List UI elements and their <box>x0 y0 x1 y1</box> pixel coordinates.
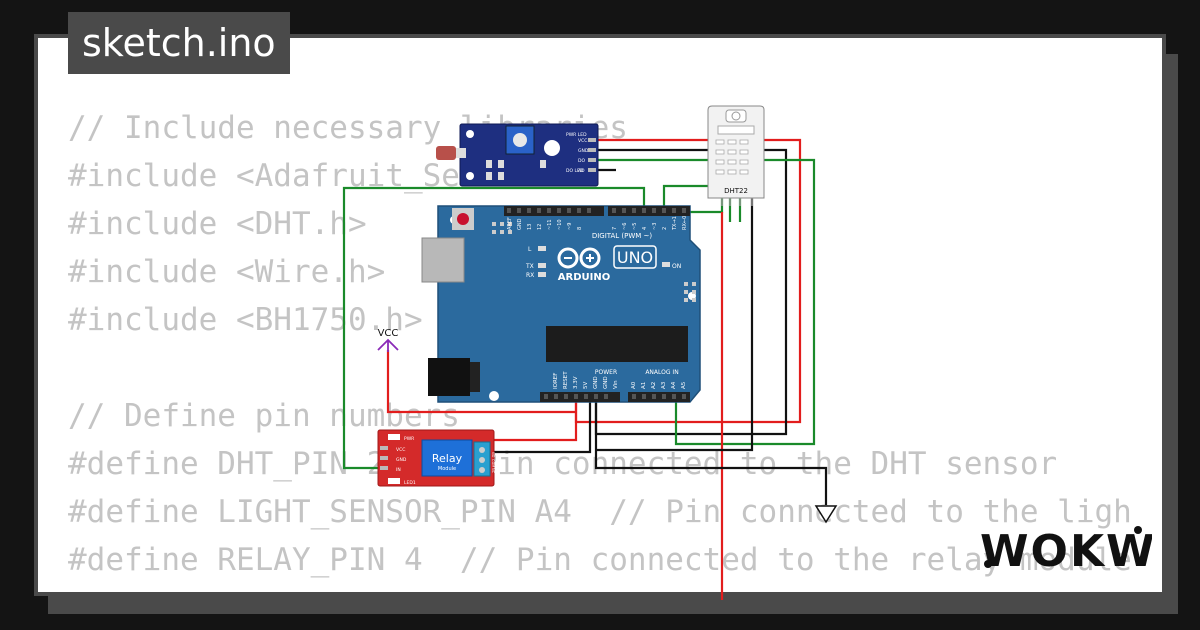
code-line: // Define pin numbers <box>68 398 460 434</box>
wokwi-logo-text: WOKWi <box>980 526 1152 577</box>
wokwi-logo: WOKWi <box>980 526 1152 577</box>
relay-label: Relay <box>432 452 463 465</box>
pin-label: AREF <box>507 217 513 230</box>
pwr-led-label: PWR LED <box>566 132 587 138</box>
rx-led-label: RX <box>526 272 534 279</box>
power-header-label: POWER <box>595 369 617 376</box>
pin-label: 4 <box>642 227 648 230</box>
pin-label: 13 <box>527 224 533 230</box>
pin-label: ~6 <box>622 223 628 230</box>
dht22-sensor[interactable]: DHT22 <box>707 105 765 206</box>
code-line: #define RELAY_PIN 4 // Pin connected to … <box>68 542 1130 578</box>
file-name-tab[interactable]: sketch.ino <box>68 12 290 74</box>
on-led-label: ON <box>672 263 681 270</box>
pin-label: A2 <box>651 382 657 389</box>
pin-label: VCC <box>578 138 587 144</box>
vcc-symbol: VCC <box>377 328 399 352</box>
pin-label: A0 <box>631 381 637 389</box>
wire-green <box>342 186 646 470</box>
wire-red <box>386 350 576 414</box>
relay-module[interactable]: PWR LED1 VCC GND IN Relay Module NO COM … <box>377 429 495 487</box>
pin-label: ~11 <box>547 219 553 230</box>
digital-header-label: DIGITAL (PWM ~) <box>592 232 653 240</box>
dht22-label: DHT22 <box>724 187 748 195</box>
pin-label: GND <box>603 376 609 389</box>
pin-label: A5 <box>681 381 687 389</box>
atmega-chip <box>546 326 688 362</box>
relay-led1-label: LED1 <box>404 480 416 486</box>
pin-label: DO <box>578 158 585 164</box>
relay-sublabel: Module <box>438 466 456 472</box>
pin-label: 5V <box>583 382 589 389</box>
pin-label: 12 <box>537 224 543 230</box>
l-led-label: L <box>528 246 532 253</box>
pin-label: VCC <box>396 447 405 453</box>
board-brand-label: ARDUINO <box>558 272 610 283</box>
pin-label: A3 <box>661 381 667 389</box>
pin-label: RX←0 <box>682 216 688 230</box>
code-line: #include <BH1750.h> <box>68 302 423 338</box>
pin-label: GND <box>396 457 407 463</box>
code-line: #define DHT_PIN 2 // Pin connected to th… <box>68 446 1058 482</box>
potentiometer-icon[interactable] <box>513 133 527 147</box>
led-icon <box>544 140 560 156</box>
contact-label: COM <box>491 459 495 467</box>
code-line: #include <Wire.h> <box>68 254 386 290</box>
pin-label: 8 <box>577 227 583 230</box>
pin-label: RESET <box>563 371 569 389</box>
pin-label: 3.3V <box>573 376 579 389</box>
arduino-logo-icon <box>557 247 601 269</box>
pin-label: IN <box>396 467 401 473</box>
contact-label: NO <box>491 452 495 458</box>
pin-label: GND <box>517 218 523 230</box>
pin-label: 2 <box>662 227 668 230</box>
photoresistor-icon <box>436 146 456 160</box>
do-led-label: DO LED <box>566 168 584 174</box>
ground-icon <box>814 505 838 524</box>
vcc-label: VCC <box>378 328 399 339</box>
analog-header-label: ANALOG IN <box>645 369 678 376</box>
logo-dot-icon <box>1134 526 1142 534</box>
wire-black <box>596 196 754 452</box>
pin-label: Vin <box>613 380 619 389</box>
usb-port-icon <box>421 237 465 283</box>
pin-label: AO <box>578 168 585 174</box>
wire-black <box>594 398 828 505</box>
pin-label: 7 <box>612 227 618 230</box>
pin-label: IOREF <box>553 373 559 389</box>
pin-label: A4 <box>671 381 677 389</box>
tx-led-label: TX <box>525 263 534 270</box>
board-model-label: UNO <box>617 248 653 267</box>
contact-label: NC <box>491 468 495 474</box>
pin-label: ~9 <box>567 223 573 230</box>
relay-pwr-led-label: PWR <box>404 436 414 442</box>
pin-label: ~10 <box>557 219 563 230</box>
pin-label: A1 <box>641 382 647 389</box>
logo-dot-icon <box>984 560 992 568</box>
power-jack-icon <box>428 358 470 396</box>
pin-label: ~3 <box>652 223 658 230</box>
pin-label: ~5 <box>632 223 638 230</box>
light-sensor-module[interactable]: PWR LED DO LED VCC GND DO AO <box>436 123 599 187</box>
pin-label: GND <box>578 148 589 154</box>
pin-label: TX→1 <box>672 216 678 231</box>
arduino-uno-board[interactable]: UNO ARDUINO DIGITAL (PWM ~) ANALOG IN PO… <box>421 205 701 403</box>
pin-label: GND <box>593 376 599 389</box>
